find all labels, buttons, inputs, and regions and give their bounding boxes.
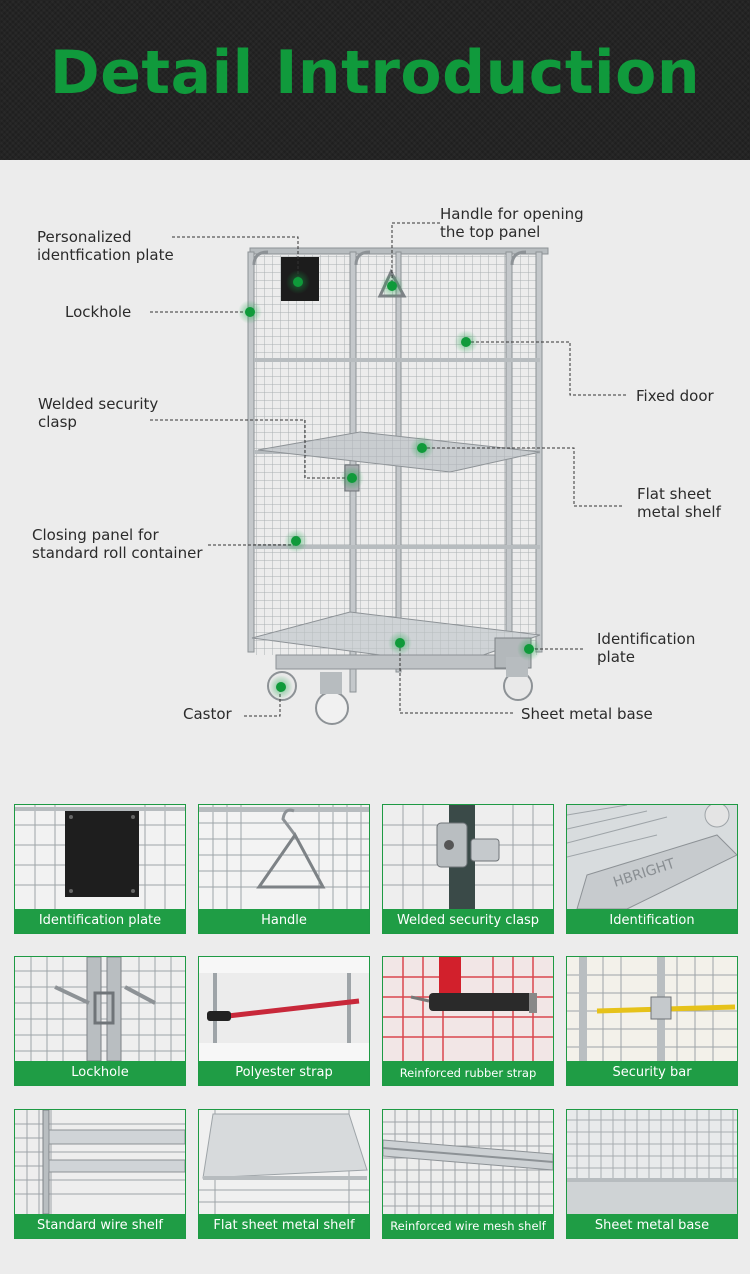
sheet-metal-base-photo [567,1110,737,1214]
callout-closing-panel: Closing panel for standard roll containe… [32,526,203,562]
detail-card-flat-sheet-shelf: Flat sheet metal shelf [198,1109,370,1239]
callout-welded-clasp: Welded security clasp [38,395,159,431]
detail-label: Polyester strap [199,1061,369,1085]
detail-card-handle: Handle [198,804,370,934]
roll-container-diagram: Personalized identfication plate Handle … [0,160,750,775]
detail-card-polyester-strap: Polyester strap [198,956,370,1086]
callout-handle-top-panel: Handle for opening the top panel [440,205,584,241]
detail-label: Reinforced wire mesh shelf [383,1214,553,1238]
detail-card-identification-plate: Identification plate [14,804,186,934]
detail-card-standard-wire-shelf: Standard wire shelf [14,1109,186,1239]
callout-flat-shelf: Flat sheet metal shelf [637,485,721,521]
detail-label: Sheet metal base [567,1214,737,1238]
detail-card-welded-clasp: Welded security clasp [382,804,554,934]
header-banner: Detail Introduction [0,0,750,160]
page-title: Detail Introduction [49,38,701,108]
welded-clasp-photo [383,805,553,909]
callout-identification-plate: Identification plate [597,630,696,666]
detail-card-reinforced-mesh-shelf: Reinforced wire mesh shelf [382,1109,554,1239]
detail-label: Lockhole [15,1061,185,1085]
callout-lockhole: Lockhole [65,303,132,321]
reinforced-mesh-shelf-photo [383,1110,553,1214]
callout-personalized-plate: Personalized identfication plate [37,228,174,264]
detail-label: Standard wire shelf [15,1214,185,1238]
detail-label: Security bar [567,1061,737,1085]
callout-sheet-metal-base: Sheet metal base [521,705,653,723]
marker-dots [238,270,541,699]
detail-card-identification: HBRIGHT Identification [566,804,738,934]
detail-label: Welded security clasp [383,909,553,933]
security-bar-photo [567,957,737,1061]
detail-label: Flat sheet metal shelf [199,1214,369,1238]
handle-photo [199,805,369,909]
detail-card-lockhole: Lockhole [14,956,186,1086]
leader-lines [150,222,626,717]
roll-container-illustration [150,222,626,725]
detail-label: Identification plate [15,909,185,933]
identification-photo: HBRIGHT [567,805,737,909]
polyester-strap-photo [199,957,369,1061]
cage-frame [247,247,549,693]
callout-fixed-door: Fixed door [636,387,714,405]
detail-card-sheet-metal-base: Sheet metal base [566,1109,738,1239]
callout-castor: Castor [183,705,232,723]
detail-label: Reinforced rubber strap [383,1061,553,1085]
rubber-strap-photo [383,957,553,1061]
detail-label: Identification [567,909,737,933]
lockhole-photo [15,957,185,1061]
detail-card-security-bar: Security bar [566,956,738,1086]
detail-label: Handle [199,909,369,933]
standard-wire-shelf-photo [15,1110,185,1214]
detail-card-rubber-strap: Reinforced rubber strap [382,956,554,1086]
identification-plate-photo [15,805,185,909]
flat-sheet-shelf-photo [199,1110,369,1214]
